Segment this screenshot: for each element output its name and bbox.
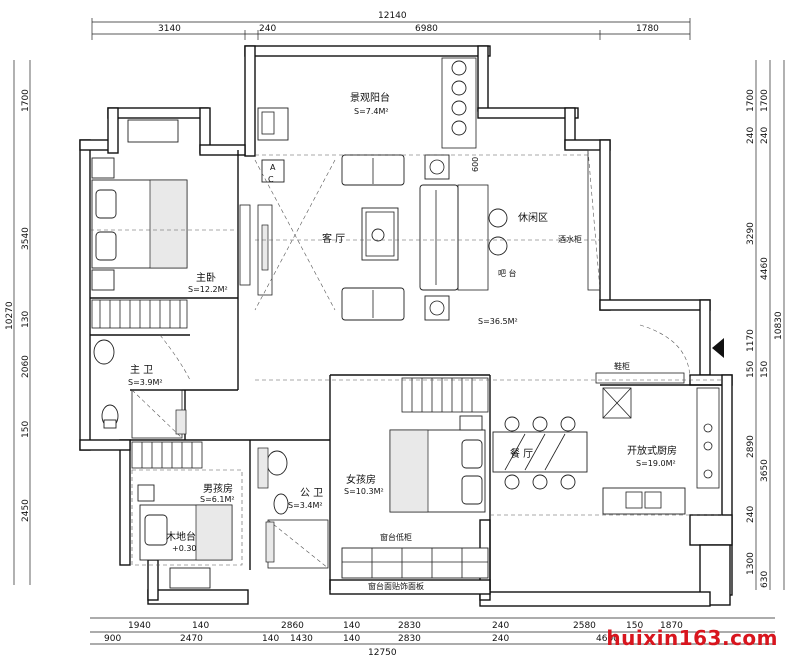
dim-right-outer-2: 240: [760, 127, 770, 144]
dimension-text: 12140 3140 240 6980 1780 1940 140 2860 1…: [5, 11, 784, 658]
label-window-panel: 窗台面贴饰面板: [368, 581, 424, 591]
watermark: huixin163.com: [606, 626, 778, 650]
dim-right-inner-7: 240: [746, 506, 756, 523]
room-girls-name: 女孩房: [346, 473, 376, 486]
dim-left-1: 1700: [21, 89, 31, 112]
dim-right-inner-8: 1300: [746, 552, 756, 575]
dim-top-seg-3: 6980: [415, 24, 438, 34]
dim-right-outer-4: 150: [760, 361, 770, 378]
room-labels: 景观阳台 S=7.4M² 客 厅 休闲区 S=36.5M² 主卧 S=12.2M…: [128, 91, 677, 553]
room-master-bath-area: S=3.9M²: [128, 378, 163, 387]
room-girls-area: S=10.3M²: [344, 487, 384, 496]
dim-bottom-1-b: 140: [192, 621, 209, 631]
label-wine-cabinet: 酒水柜: [558, 234, 582, 244]
dim-bottom-2-d: 1430: [290, 634, 313, 644]
label-shoe-cabinet: 鞋柜: [614, 361, 630, 371]
room-master-bath-name: 主 卫: [130, 364, 153, 376]
room-wood-platform-name: 木地台: [166, 530, 196, 543]
dim-bottom-1-d: 140: [343, 621, 360, 631]
boys-room-furniture: [131, 441, 243, 589]
label-axis-a: A: [270, 163, 276, 172]
label-bar: 吧 台: [498, 268, 517, 278]
partitions: [90, 150, 722, 590]
dim-bottom-2-a: 900: [104, 634, 121, 644]
dim-bottom-2-b: 2470: [180, 634, 203, 644]
dim-left-2: 3540: [21, 227, 31, 250]
label-window-low-cabinet: 窗台低柜: [380, 532, 412, 542]
dim-right-outer-3: 4460: [760, 257, 770, 280]
dim-top-total: 12140: [378, 11, 407, 21]
dim-bottom-1-f: 240: [492, 621, 509, 631]
room-public-bath-area: S=3.4M²: [288, 501, 323, 510]
dim-bottom-1-h: 150: [626, 621, 643, 631]
public-bath-fixtures: [257, 447, 329, 569]
dim-left-5: 150: [21, 421, 31, 438]
living-furniture: [257, 154, 508, 321]
dim-left-4: 2060: [21, 355, 31, 378]
room-kitchen-name: 开放式厨房: [627, 444, 677, 457]
balcony-plants: [257, 57, 477, 149]
dim-right-outer-6: 630: [760, 571, 770, 588]
dim-bottom-1-g: 2580: [573, 621, 596, 631]
room-public-bath-name: 公 卫: [300, 488, 323, 499]
dim-right-outer-1: 1700: [760, 89, 770, 112]
dim-bottom-1-e: 2830: [398, 621, 421, 631]
dim-bottom-2-f: 2830: [398, 634, 421, 644]
dim-right-inner-1: 1700: [746, 89, 756, 112]
dim-bottom-2-g: 240: [492, 634, 509, 644]
room-balcony-area: S=7.4M²: [354, 107, 389, 116]
dimension-lines: [13, 18, 785, 645]
room-balcony-name: 景观阳台: [350, 91, 390, 104]
dim-right-inner-2: 240: [746, 127, 756, 144]
room-living-name: 客 厅: [322, 232, 345, 245]
wine-cabinet: [587, 149, 601, 291]
room-leisure-name: 休闲区: [518, 211, 548, 224]
dim-bottom-1-c: 2860: [281, 621, 304, 631]
room-boys-name: 男孩房: [203, 482, 233, 495]
circulation-lines: [90, 154, 722, 516]
room-kitchen-area: S=19.0M²: [636, 459, 676, 468]
dim-bottom-2-e: 140: [343, 634, 360, 644]
dim-right-inner-4: 1170: [746, 329, 756, 352]
dim-left-6: 2450: [21, 499, 31, 522]
dim-bottom-1-a: 1940: [128, 621, 151, 631]
dining-kitchen-furniture: [492, 372, 720, 515]
dim-bottom-total: 12750: [368, 648, 397, 658]
misc-labels: 酒水柜 吧 台 鞋柜 窗台低柜 窗台面贴饰面板 600 A C: [268, 157, 630, 591]
master-bath-fixtures: [93, 339, 187, 439]
dim-bottom-2-c: 140: [262, 634, 279, 644]
dim-right-inner-6: 2890: [746, 435, 756, 458]
dim-right-inner-5: 150: [746, 361, 756, 378]
label-axis-c: C: [268, 175, 274, 184]
dim-bottom-1-i: 1870: [660, 621, 683, 631]
room-living-area: S=36.5M²: [478, 317, 518, 326]
door-arrow: [712, 338, 724, 358]
room-master-bedroom-area: S=12.2M²: [188, 285, 228, 294]
dim-top-seg-2: 240: [259, 24, 276, 34]
room-boys-area: S=6.1M²: [200, 495, 235, 504]
dim-top-seg-1: 3140: [158, 24, 181, 34]
room-master-bedroom-name: 主卧: [196, 271, 216, 284]
dim-bottom-2-h: 4600: [596, 634, 619, 644]
room-wood-platform-level: +0.30: [172, 544, 197, 553]
dim-top-seg-4: 1780: [636, 24, 659, 34]
dim-right-outer-5: 3650: [760, 459, 770, 482]
dim-right-inner-3: 3290: [746, 222, 756, 245]
girls-room-furniture: [341, 377, 489, 579]
label-dim-600: 600: [471, 157, 480, 172]
room-dining-name: 餐 厅: [510, 447, 533, 460]
dim-left-total: 10270: [5, 301, 15, 330]
dim-right-total: 10830: [774, 311, 784, 340]
dim-left-3: 130: [21, 311, 31, 328]
master-bedroom-furniture: [91, 119, 251, 329]
